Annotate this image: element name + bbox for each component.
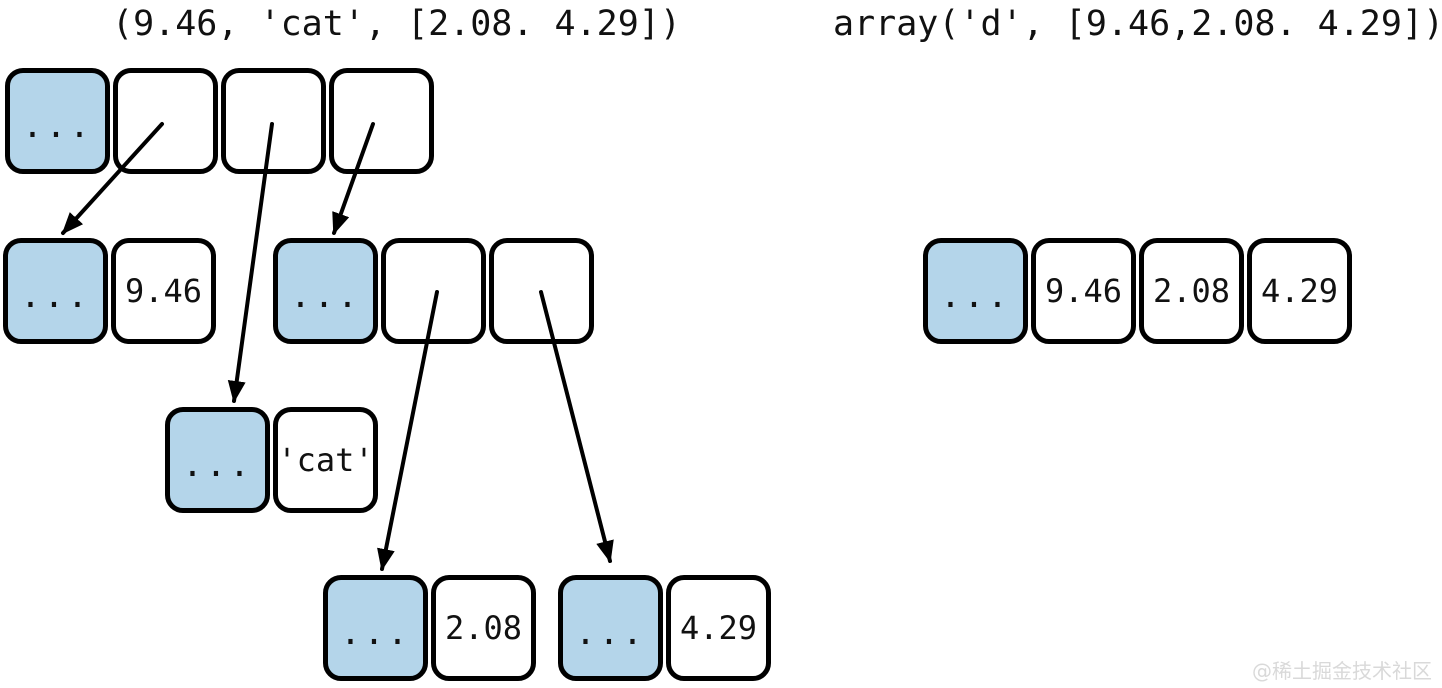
str-object-cat: ... 'cat' xyxy=(165,407,378,513)
float-object-429: ... 4.29 xyxy=(558,575,771,681)
str-cat-value-cell: 'cat' xyxy=(273,407,378,513)
tuple-literal-title: (9.46, 'cat', [2.08. 4.29]) xyxy=(112,4,681,44)
float-946-value-cell: 9.46 xyxy=(111,238,216,344)
ellipsis-dots: ... xyxy=(22,106,93,146)
ellipsis-dots: ... xyxy=(940,276,1011,316)
float-946-header-cell: ... xyxy=(3,238,108,344)
array-literal-title: array('d', [9.46,2.08. 4.29]) xyxy=(833,4,1442,44)
ellipsis-dots: ... xyxy=(290,276,361,316)
tuple-slot-0 xyxy=(113,68,218,174)
ellipsis-dots: ... xyxy=(340,613,411,653)
site-watermark: @稀土掘金技术社区 xyxy=(1252,659,1432,683)
tuple-header-cell: ... xyxy=(5,68,110,174)
str-cat-header-cell: ... xyxy=(165,407,270,513)
ellipsis-dots: ... xyxy=(575,613,646,653)
list-slot-1 xyxy=(489,238,594,344)
array-value-cell-1: 2.08 xyxy=(1139,238,1244,344)
tuple-object: ... xyxy=(5,68,434,174)
array-value-cell-2: 4.29 xyxy=(1247,238,1352,344)
float-429-value-cell: 4.29 xyxy=(666,575,771,681)
tuple-slot-2 xyxy=(329,68,434,174)
list-header-cell: ... xyxy=(273,238,378,344)
float-208-header-cell: ... xyxy=(323,575,428,681)
list-slot-0 xyxy=(381,238,486,344)
float-429-header-cell: ... xyxy=(558,575,663,681)
float-208-value-cell: 2.08 xyxy=(431,575,536,681)
float-object-208: ... 2.08 xyxy=(323,575,536,681)
ellipsis-dots: ... xyxy=(20,276,91,316)
tuple-slot-1 xyxy=(221,68,326,174)
array-object: ... 9.46 2.08 4.29 xyxy=(923,238,1352,344)
list-object: ... xyxy=(273,238,594,344)
array-value-cell-0: 9.46 xyxy=(1031,238,1136,344)
ellipsis-dots: ... xyxy=(182,445,253,485)
float-object-946: ... 9.46 xyxy=(3,238,216,344)
array-header-cell: ... xyxy=(923,238,1028,344)
